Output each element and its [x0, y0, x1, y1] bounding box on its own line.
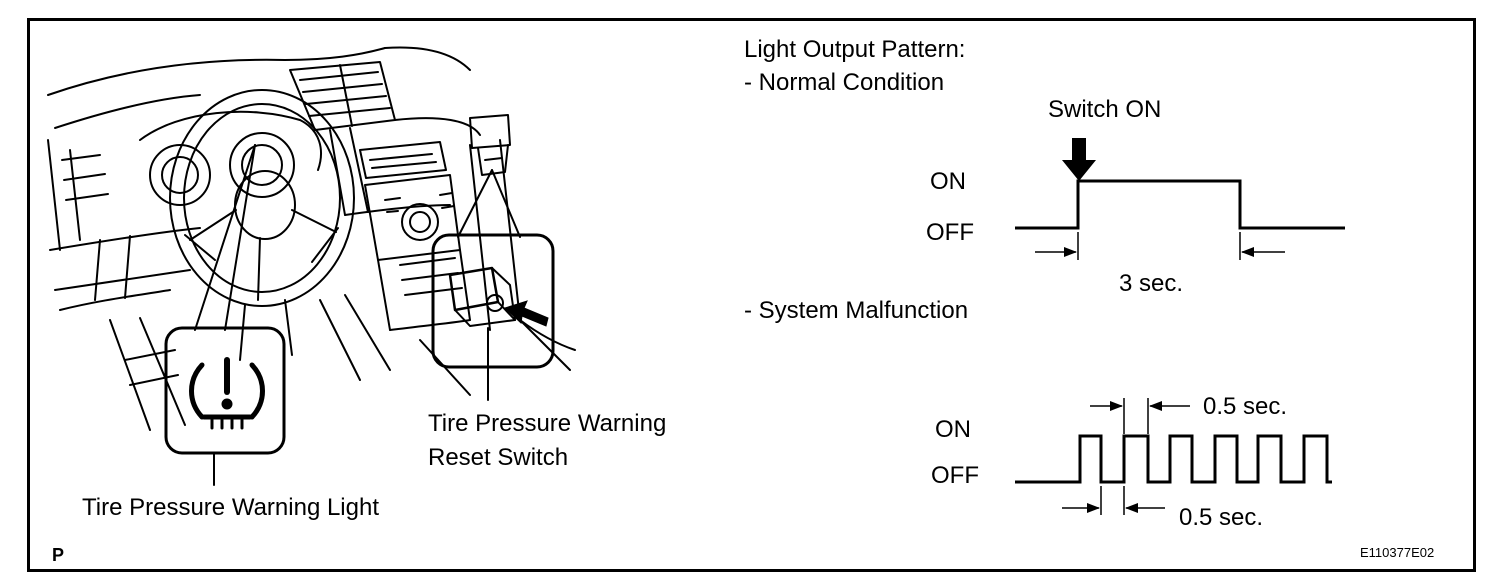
malfunction-timing-chart — [1015, 398, 1332, 515]
normal-off-label: OFF — [926, 219, 974, 246]
pulse-on-duration-label: 0.5 sec. — [1203, 393, 1288, 420]
pattern-heading: Light Output Pattern: — [744, 36, 966, 63]
normal-on-label: ON — [930, 168, 966, 195]
switch-on-arrow-icon — [1062, 138, 1096, 181]
switch-label-line2: Reset Switch — [428, 444, 569, 471]
dimension-arrow-icon — [1125, 503, 1138, 513]
normal-heading: - Normal Condition — [744, 69, 945, 96]
dimension-arrow-icon — [1087, 503, 1100, 513]
malfunction-signal-waveform — [1015, 434, 1332, 484]
malfunction-heading: - System Malfunction — [744, 297, 969, 324]
switch-label-line1: Tire Pressure Warning — [428, 410, 667, 437]
switch-on-label: Switch ON — [1048, 96, 1162, 123]
malfunction-on-label: ON — [935, 416, 971, 443]
dimension-arrow-icon — [1241, 247, 1254, 257]
warning-light-callout — [164, 144, 286, 486]
corner-letter: P — [52, 545, 65, 565]
malfunction-off-label: OFF — [931, 462, 979, 489]
reset-switch-callout — [431, 169, 555, 401]
figure-code: E110377E02 — [1360, 545, 1435, 560]
dimension-arrow-icon — [1149, 401, 1162, 411]
light-label: Tire Pressure Warning Light — [82, 494, 379, 521]
dimension-arrow-icon — [1064, 247, 1077, 257]
figure-frame — [27, 18, 1476, 572]
dashboard-illustration — [47, 46, 576, 431]
dimension-arrow-icon — [1110, 401, 1123, 411]
normal-duration-label: 3 sec. — [1119, 270, 1184, 297]
press-arrow-icon — [504, 300, 549, 327]
tire-pressure-warning-icon — [189, 357, 265, 430]
normal-signal-waveform — [1015, 179, 1345, 230]
pulse-off-duration-label: 0.5 sec. — [1179, 504, 1264, 531]
